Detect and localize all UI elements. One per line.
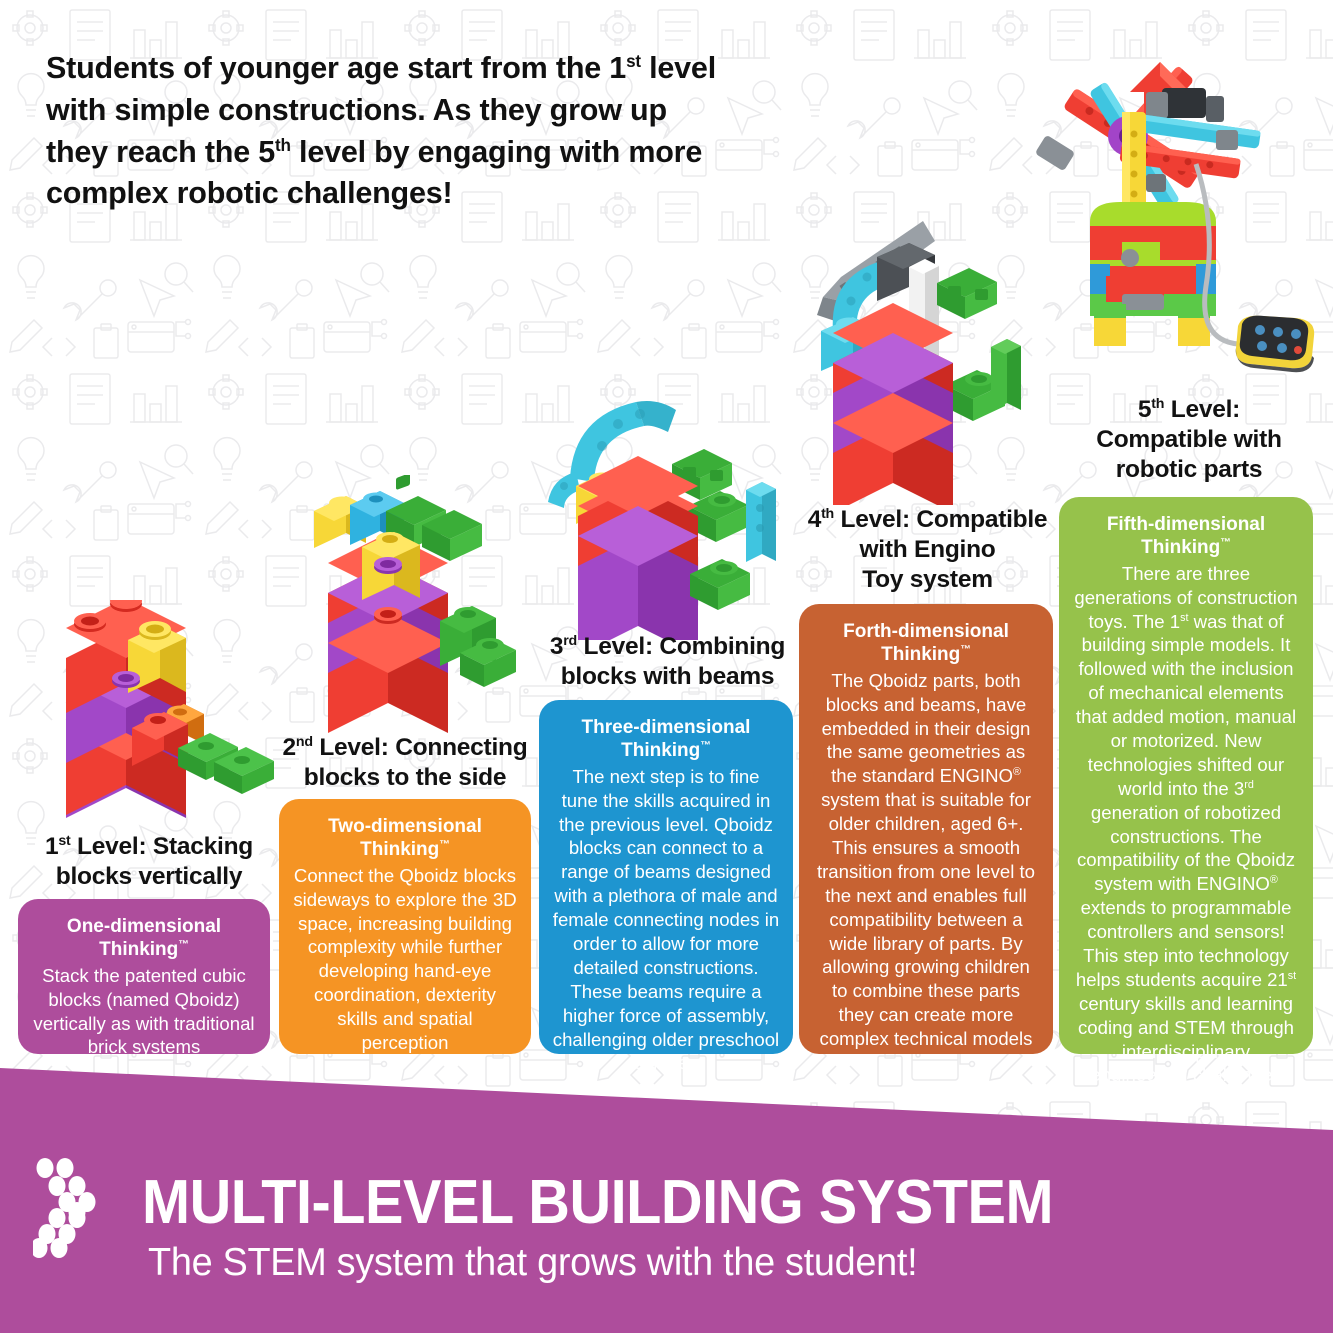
intro-line-3a: they reach the 5 [46, 134, 276, 169]
level-4-heading-num: 4 [807, 506, 822, 533]
level-3-card[interactable]: Three-dimensional Thinking™ The next ste… [539, 700, 793, 1073]
intro-line-1a: Students of younger age start from the 1 [46, 51, 627, 85]
level-2-heading-num: 2 [282, 734, 297, 761]
level-2-card-title-line1: Two-dimensional [328, 816, 482, 837]
level-2-card[interactable]: Two-dimensional Thinking™ Connect the Qb… [279, 799, 531, 1054]
level-2-heading: 2nd Level: Connecting blocks to the side [275, 733, 535, 793]
level-1-heading-num: 1 [44, 833, 59, 860]
level-5-trademark-symbol: ™ [1220, 537, 1231, 550]
level-4-registered-symbol: ® [1012, 766, 1021, 779]
level-3-heading-ordinal: rd [563, 632, 577, 649]
level-4-heading: 4th Level: Compatible with Engino Toy sy… [795, 505, 1060, 595]
level-5-card-title: Fifth-dimensional Thinking™ [1072, 513, 1300, 560]
level-2-heading-rest: Level: Connecting [312, 734, 528, 761]
level-5-heading-num: 5 [1137, 396, 1152, 423]
level-1-heading: 1st Level: Stacking blocks vertically [14, 832, 284, 892]
level-2-heading-line2: blocks to the side [303, 763, 507, 791]
level-5-heading-line2: Compatible with [1096, 425, 1282, 453]
level-1-heading-line2: blocks vertically [55, 862, 243, 890]
bottom-banner: MULTI-LEVEL BUILDING SYSTEM The STEM sys… [0, 1060, 1333, 1333]
level-5-heading-rest: Level: [1164, 396, 1241, 423]
level-1-card-title: One-dimensional Thinking™ [31, 915, 257, 962]
intro-paragraph: Students of younger age start from the 1… [46, 48, 746, 215]
level-5-card-body: There are three generations of construct… [1072, 562, 1300, 1088]
level-3-heading-line2: blocks with beams [560, 662, 775, 690]
brick-model-level-1 [66, 600, 274, 818]
level-2-card-body: Connect the Qboidz blocks sideways to ex… [293, 864, 517, 1053]
intro-line-3b: level by engaging with more [290, 134, 703, 169]
level-4-heading-line3: Toy system [862, 565, 993, 593]
level-3-card-title: Three-dimensional Thinking™ [552, 716, 780, 763]
level-5-registered-symbol: ® [1269, 874, 1278, 887]
intro-line-1-ordinal: st [626, 51, 641, 71]
brick-model-level-2 [314, 475, 516, 733]
level-5-card[interactable]: Fifth-dimensional Thinking™ There are th… [1059, 497, 1313, 1085]
level-5-ordinal-3rd: rd [1244, 778, 1254, 791]
brick-model-level-4 [817, 221, 1021, 505]
level-4-card-title: Forth-dimensional Thinking™ [812, 620, 1040, 667]
level-3-card-title-line1: Three-dimensional [581, 717, 751, 738]
engino-dots-logo-icon [33, 1158, 96, 1258]
intro-line-2: with simple constructions. As they grow … [46, 92, 667, 127]
level-5-heading-ordinal: th [1151, 395, 1165, 412]
level-4-card-body-part2: system that is suitable for older childr… [816, 789, 1036, 1050]
level-5-card-body-part2: was that of building simple models. It f… [1075, 610, 1297, 799]
level-2-trademark-symbol: ™ [439, 839, 450, 852]
level-5-card-body-part3: generation of robotized constructions. T… [1076, 801, 1296, 895]
banner-subtitle: The STEM system that grows with the stud… [148, 1241, 918, 1284]
level-5-heading-line3: robotic parts [1115, 455, 1263, 483]
banner-title: MULTI-LEVEL BUILDING SYSTEM [142, 1168, 1054, 1237]
level-4-card-title-line2: Thinking [881, 644, 961, 666]
level-5-card-body-part4: extends to programmable controllers and … [1075, 897, 1292, 990]
level-5-card-title-line1: Fifth-dimensional [1106, 514, 1266, 535]
level-1-card-title-line2: Thinking [99, 939, 179, 961]
level-4-heading-ordinal: th [821, 505, 834, 522]
brick-model-level-5-robot [1036, 62, 1315, 373]
level-4-heading-line2: with Engino [859, 535, 996, 563]
level-5-heading: 5th Level: Compatible with robotic parts [1055, 395, 1323, 485]
level-4-card[interactable]: Forth-dimensional Thinking™ The Qboidz p… [799, 604, 1053, 1054]
level-5-card-title-line2: Thinking [1141, 537, 1221, 559]
level-1-card-title-line1: One-dimensional [66, 916, 222, 937]
level-5-ordinal-21st: st [1287, 969, 1297, 982]
level-4-card-body-part1: The Qboidz parts, both blocks and beams,… [821, 669, 1031, 787]
level-3-heading-rest: Level: Combining [577, 633, 786, 660]
level-2-card-title: Two-dimensional Thinking™ [292, 815, 518, 862]
level-1-heading-rest: Level: Stacking [70, 833, 254, 860]
intro-line-4: complex robotic challenges! [46, 176, 453, 211]
level-3-heading: 3rd Level: Combining blocks with beams [535, 632, 800, 692]
level-1-card-body: Stack the patented cubic blocks (named Q… [33, 964, 255, 1058]
level-2-heading-ordinal: nd [295, 733, 313, 750]
level-1-heading-ordinal: st [58, 832, 71, 849]
level-3-trademark-symbol: ™ [700, 740, 711, 753]
intro-line-3-ordinal: th [275, 135, 291, 155]
level-3-card-body: The next step is to fine tune the skills… [552, 765, 780, 1074]
level-1-card[interactable]: One-dimensional Thinking™ Stack the pate… [18, 899, 270, 1057]
level-4-heading-rest: Level: Compatible [833, 506, 1048, 533]
level-4-card-body: The Qboidz parts, both blocks and beams,… [812, 669, 1040, 1051]
level-4-card-title-line1: Forth-dimensional [843, 621, 1009, 642]
brick-model-level-3 [548, 401, 776, 640]
intro-line-1b: level [640, 51, 716, 85]
level-1-trademark-symbol: ™ [178, 939, 189, 952]
level-2-card-title-line2: Thinking [360, 839, 440, 861]
level-3-card-title-line2: Thinking [621, 740, 701, 762]
level-4-trademark-symbol: ™ [960, 644, 971, 657]
level-3-heading-num: 3 [549, 633, 564, 660]
